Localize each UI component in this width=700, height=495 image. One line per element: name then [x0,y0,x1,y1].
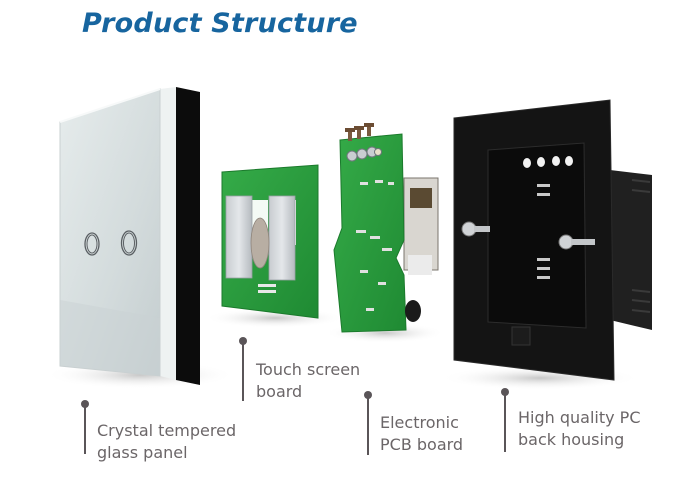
callout-dot [501,388,509,396]
buzzer-component [250,217,270,269]
mounting-screw-right-icon [558,234,595,250]
glass-panel-illustration [45,87,235,389]
touch-sensor-plate-left [225,195,253,279]
touch-button-2-icon [120,230,138,256]
mounting-screw-left-icon [461,221,490,237]
capacitor-component [405,300,421,322]
touch-button-1-icon [84,232,100,256]
touch-screen-board-label: Touch screen board [256,360,361,401]
callout-dot [81,400,89,408]
back-housing-label: High quality PC back housing [518,408,641,449]
diagram-title: Product Structure [82,8,358,39]
glass-panel-top-highlight [59,88,161,123]
glass-panel-reflection [60,300,160,376]
electronic-pcb-label: Electronic PCB board [380,413,464,454]
terminal-screws-icon [345,123,374,141]
touch-screen-board-illustration [205,164,345,328]
wire-holes [523,156,573,168]
callout-dot [239,337,247,345]
touch-sensor-plate-right [268,195,296,281]
housing-cavity [487,142,587,329]
callout-dot [364,391,372,399]
electronic-pcb [333,133,407,333]
glass-panel-side [160,87,176,380]
callout-pin [504,392,506,452]
glass-panel-black-edge [176,87,200,385]
callout-pin [84,404,86,454]
callout-pin [367,395,369,455]
electronic-pcb-illustration [325,123,445,343]
housing-rear-box [610,170,652,330]
callout-pin [242,341,244,401]
back-housing-illustration [440,99,652,390]
glass-panel-label: Crystal tempered glass panel [97,421,237,462]
